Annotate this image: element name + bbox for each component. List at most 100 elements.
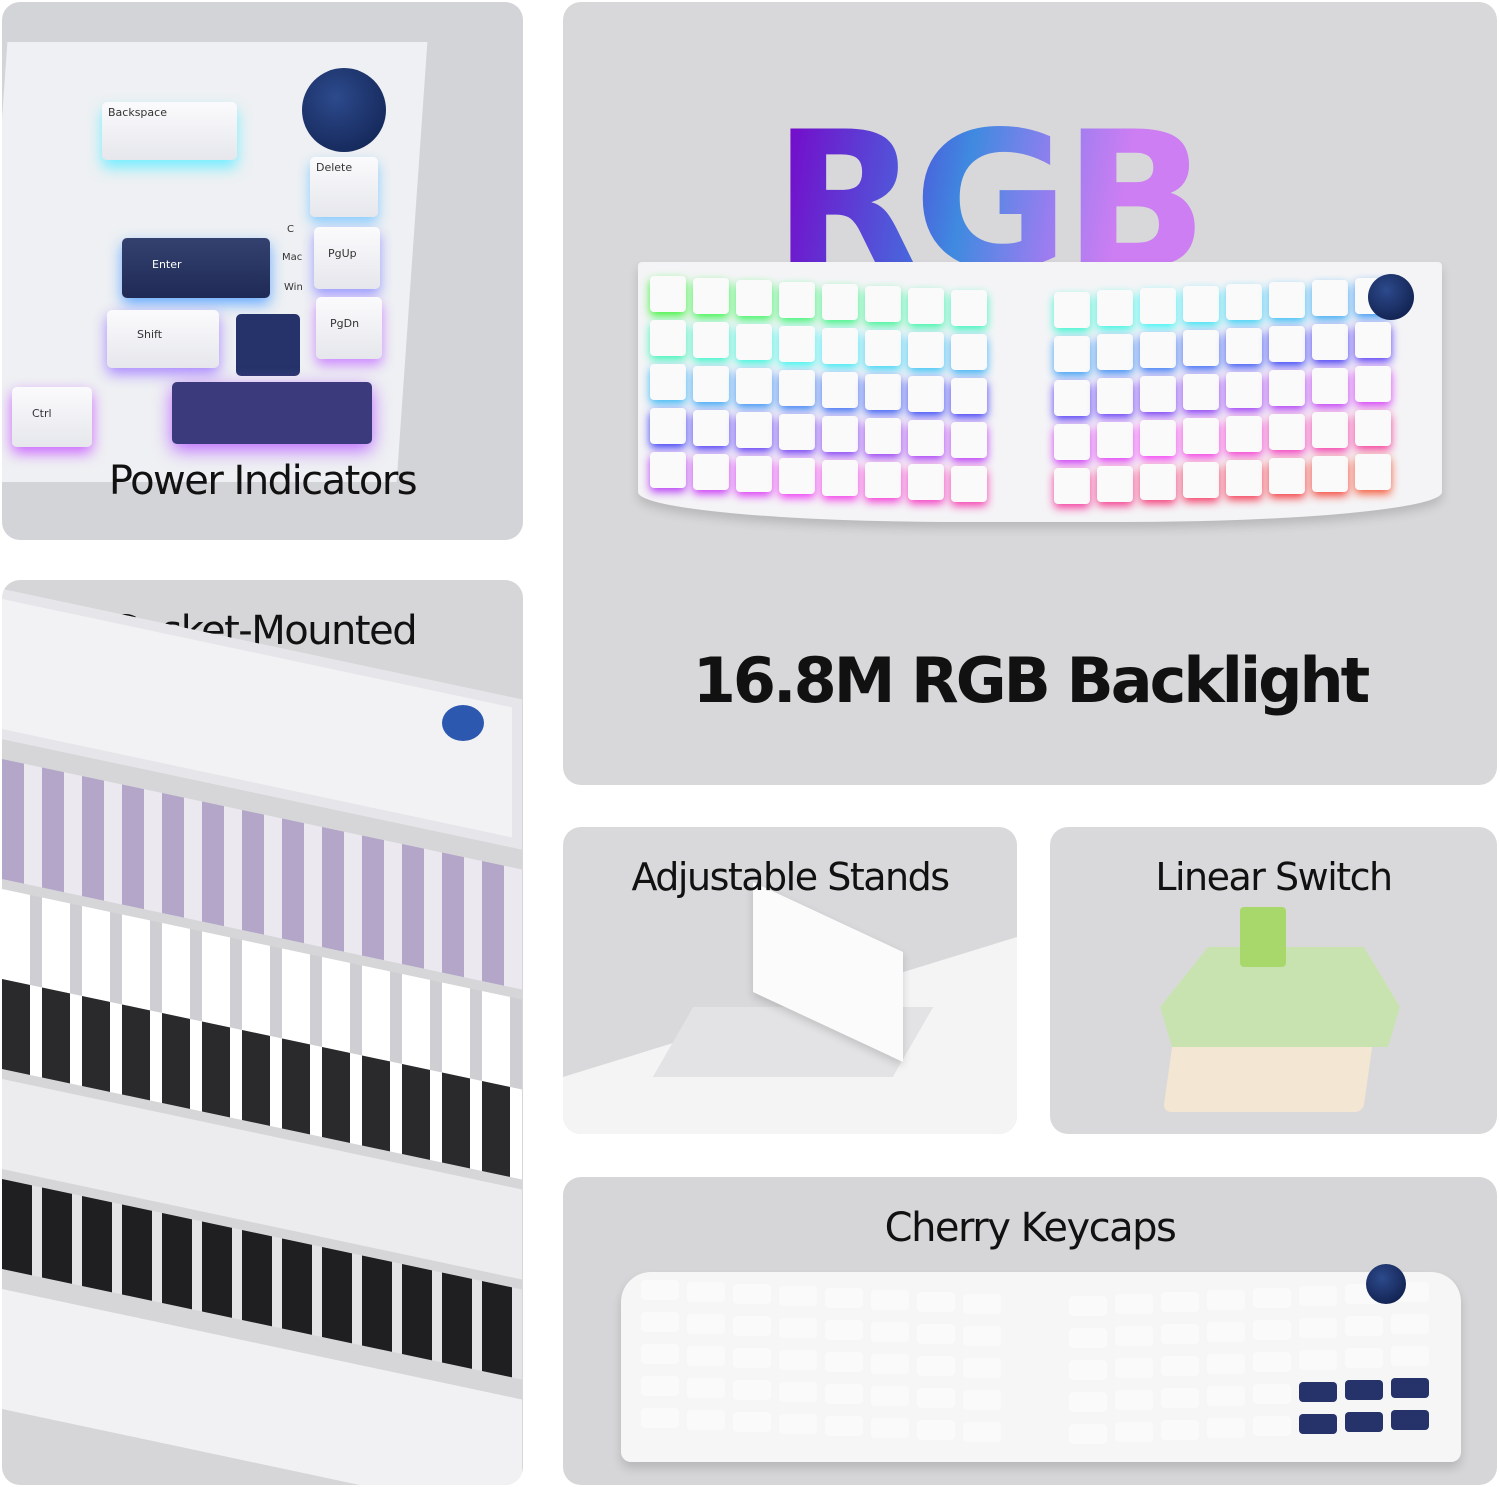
- keycap: [1345, 1316, 1383, 1336]
- keycap: [1355, 322, 1391, 358]
- keycap: [641, 1280, 679, 1300]
- keycap: [1226, 328, 1262, 364]
- keycap: [1269, 458, 1305, 494]
- cherry-keycaps-panel: Cherry Keycaps: [563, 1177, 1497, 1485]
- keycap: [1312, 456, 1348, 492]
- adjustable-stands-panel: Adjustable Stands: [563, 827, 1017, 1134]
- keycap: [641, 1344, 679, 1364]
- indicator-c: C: [287, 224, 294, 235]
- keycap: [1054, 292, 1090, 328]
- keycap: [779, 414, 815, 450]
- keycap: [871, 1290, 909, 1310]
- keycap: [1183, 286, 1219, 322]
- keycap: [687, 1282, 725, 1302]
- keycap: [1226, 284, 1262, 320]
- keycap: [865, 330, 901, 366]
- keycap: [1355, 454, 1391, 490]
- keycap: [1253, 1352, 1291, 1372]
- keycap: [951, 422, 987, 458]
- keycap: [1183, 330, 1219, 366]
- keycap: [1161, 1324, 1199, 1344]
- keycap: [779, 326, 815, 362]
- linear-switch-panel: Linear Switch: [1050, 827, 1497, 1134]
- panel-title: 16.8M RGB Backlight: [692, 644, 1370, 717]
- keycap: [1269, 326, 1305, 362]
- keycap: [951, 466, 987, 502]
- keycap: [963, 1294, 1001, 1314]
- keycap: [1253, 1384, 1291, 1404]
- keycap: [908, 332, 944, 368]
- key-shift: Shift: [107, 310, 219, 368]
- keycap: [650, 364, 686, 400]
- keycap: [865, 462, 901, 498]
- keycap: [1097, 466, 1133, 502]
- panel-title: Linear Switch: [1155, 855, 1393, 899]
- keycap: [1140, 420, 1176, 456]
- keycap: [917, 1420, 955, 1440]
- keycap: [865, 418, 901, 454]
- keycap: [650, 276, 686, 312]
- keycap: [917, 1324, 955, 1344]
- keycap: [1069, 1296, 1107, 1316]
- keycap: [825, 1416, 863, 1436]
- keycap: [871, 1322, 909, 1342]
- keycap: [951, 334, 987, 370]
- volume-knob-icon: [1366, 1264, 1406, 1304]
- keycap: [693, 454, 729, 490]
- keycap: [917, 1292, 955, 1312]
- keycap: [1207, 1386, 1245, 1406]
- indicator-win: Win: [284, 282, 303, 293]
- keycap: [1253, 1288, 1291, 1308]
- keycap: [641, 1312, 679, 1332]
- keycap: [951, 290, 987, 326]
- keycap: [825, 1352, 863, 1372]
- keycap: [1207, 1418, 1245, 1438]
- keycap: [650, 320, 686, 356]
- keycap: [736, 280, 772, 316]
- keycap: [733, 1284, 771, 1304]
- keycap: [1391, 1378, 1429, 1398]
- keycap: [871, 1354, 909, 1374]
- keycap: [1269, 414, 1305, 450]
- arrow-keys: [172, 382, 372, 444]
- keycap: [779, 1382, 817, 1402]
- keycap: [779, 458, 815, 494]
- keycap: [1355, 366, 1391, 402]
- keycap: [1161, 1388, 1199, 1408]
- keycap: [1097, 334, 1133, 370]
- keycap: [650, 452, 686, 488]
- keycap: [779, 282, 815, 318]
- keycap: [1299, 1414, 1337, 1434]
- keycap: [822, 284, 858, 320]
- keycap: [1226, 460, 1262, 496]
- key-enter: Enter: [122, 238, 270, 298]
- keycap: [693, 322, 729, 358]
- keycap: [1115, 1390, 1153, 1410]
- key-backspace: Backspace: [102, 102, 237, 160]
- keycap: [1299, 1350, 1337, 1370]
- keycap: [1312, 412, 1348, 448]
- keycap: [736, 412, 772, 448]
- keycap: [1269, 370, 1305, 406]
- keycap: [908, 376, 944, 412]
- keycap: [733, 1412, 771, 1432]
- keycap: [1069, 1360, 1107, 1380]
- volume-knob-icon: [442, 705, 484, 741]
- keycap: [733, 1316, 771, 1336]
- keycap: [917, 1356, 955, 1376]
- keycap: [908, 288, 944, 324]
- keycap: [650, 408, 686, 444]
- keycap: [687, 1314, 725, 1334]
- keycap: [1253, 1416, 1291, 1436]
- keycap: [736, 456, 772, 492]
- keycap: [733, 1348, 771, 1368]
- key-pgup: PgUp: [314, 227, 380, 289]
- keycap: [1345, 1412, 1383, 1432]
- keycap: [1226, 372, 1262, 408]
- keycap: [1161, 1292, 1199, 1312]
- keycap: [1054, 336, 1090, 372]
- rgb-hero-text: RGB: [773, 107, 1203, 267]
- keycap: [963, 1390, 1001, 1410]
- keycap: [687, 1346, 725, 1366]
- keycap: [1312, 368, 1348, 404]
